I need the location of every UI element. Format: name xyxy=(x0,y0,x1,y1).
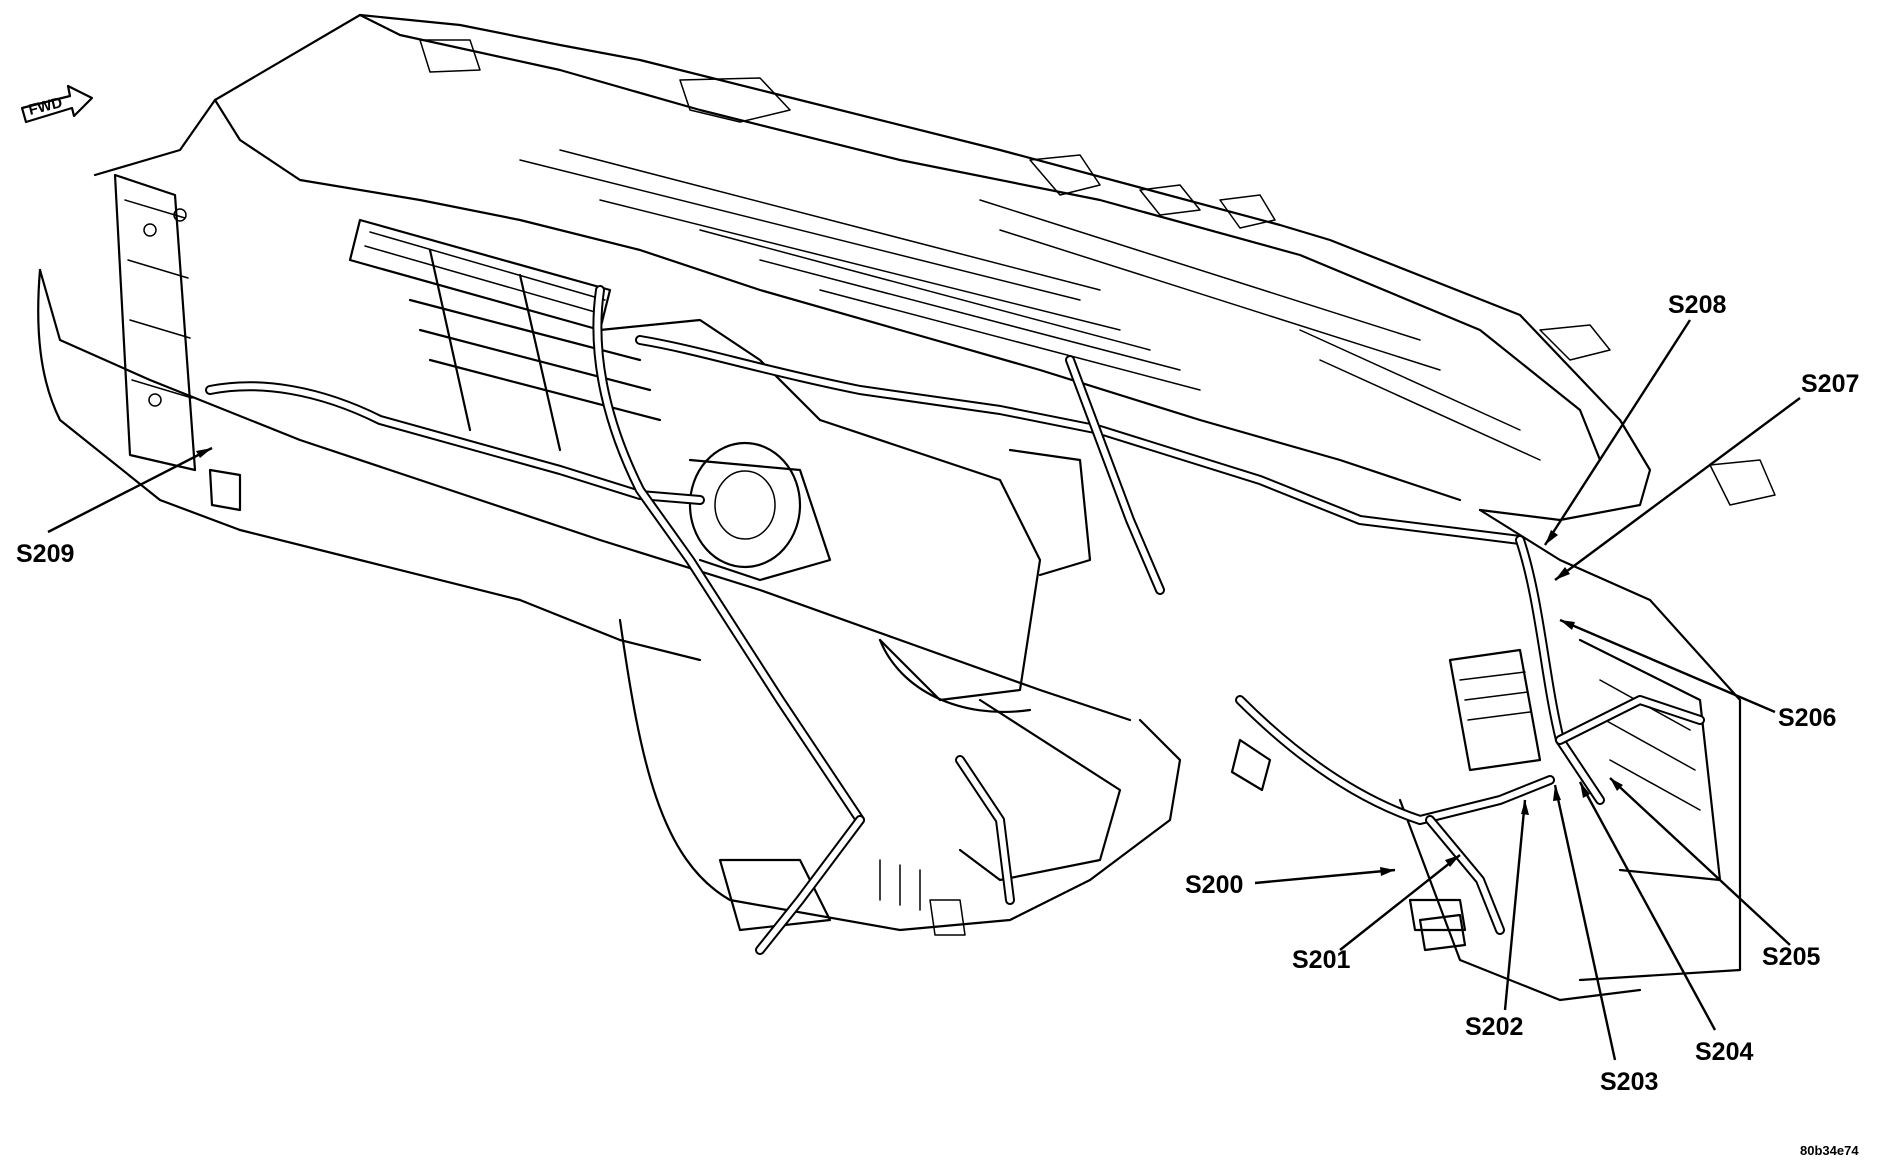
right-end-structure xyxy=(1408,638,1722,932)
splice-label-s203: S203 xyxy=(1600,1068,1658,1096)
splice-label-s202: S202 xyxy=(1465,1013,1523,1041)
splice-callout-s204: S204 xyxy=(1578,781,1753,1066)
figure-reference: 80b34e74 xyxy=(1800,1143,1859,1158)
splice-label-s207: S207 xyxy=(1801,370,1859,398)
splice-label-s201: S201 xyxy=(1292,946,1350,974)
splice-callout-s207: S207 xyxy=(1554,370,1859,581)
forward-direction-arrow: FWD xyxy=(20,84,94,124)
wire-harness xyxy=(205,285,1705,955)
splice-label-s209: S209 xyxy=(16,540,74,568)
splice-callout-s206: S206 xyxy=(1559,618,1836,732)
splice-callout-s202: S202 xyxy=(1465,799,1529,1041)
left-end-bracket xyxy=(113,173,242,512)
splice-callout-s203: S203 xyxy=(1553,784,1658,1096)
splice-label-s200: S200 xyxy=(1185,871,1243,899)
splice-label-s205: S205 xyxy=(1762,943,1820,971)
instrument-panel-top-cover xyxy=(213,13,1776,522)
splice-label-s204: S204 xyxy=(1695,1038,1753,1066)
splice-label-s206: S206 xyxy=(1778,704,1836,732)
splice-label-s208: S208 xyxy=(1668,291,1726,319)
splice-callout-s209: S209 xyxy=(16,446,213,568)
splice-callout-s205: S205 xyxy=(1609,777,1820,971)
hvac-blower-assembly xyxy=(598,318,1122,936)
splice-callout-s208: S208 xyxy=(1543,291,1726,546)
splice-callout-s200: S200 xyxy=(1185,867,1396,899)
fwd-label: FWD xyxy=(27,94,64,119)
splice-callout-s201: S201 xyxy=(1292,854,1461,974)
